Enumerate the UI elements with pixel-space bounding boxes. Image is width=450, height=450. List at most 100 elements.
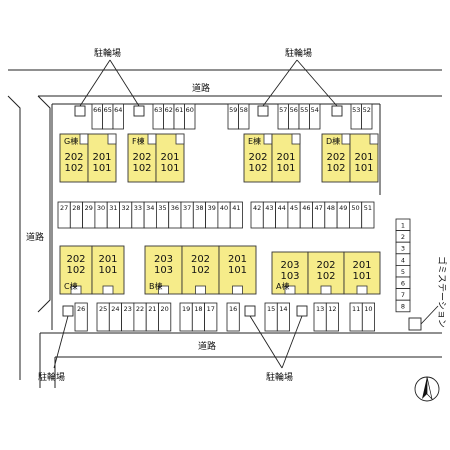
bike-parking-label-top-right: 駐輪場 — [285, 47, 312, 59]
parking-slot-number: 21 — [148, 305, 156, 313]
parking-slot-number: 32 — [122, 204, 130, 212]
parking-slot-number: 63 — [154, 106, 162, 114]
parking-slot-number: 3 — [401, 245, 405, 253]
parking-slot-number: 54 — [311, 106, 319, 114]
parking-slot-number: 29 — [85, 204, 93, 212]
parking-slot-number: 57 — [279, 106, 287, 114]
parking-slot: 19 — [179, 302, 193, 332]
parking-slot: 61 — [173, 103, 185, 130]
unit-number-upper: 202 — [66, 254, 85, 265]
garbage-station-pointer — [420, 305, 439, 325]
parking-slot: 41 — [229, 201, 243, 229]
parking-slot: 54 — [309, 103, 321, 130]
garbage-station-box — [408, 317, 422, 331]
unit-number-lower: 101 — [276, 163, 295, 174]
parking-slot: 51 — [361, 201, 375, 229]
unit-number-upper: 201 — [352, 260, 371, 271]
road-label-bottom: 道路 — [198, 340, 216, 352]
unit-number-upper: 202 — [64, 152, 83, 163]
parking-slot: 44 — [275, 201, 289, 229]
parking-slot: 59 — [227, 103, 239, 130]
unit-number-lower: 103 — [280, 271, 299, 282]
unit-number-lower: 101 — [98, 265, 117, 276]
parking-slot-number: 39 — [208, 204, 216, 212]
unit-number-lower: 101 — [160, 163, 179, 174]
parking-slot-number: 64 — [114, 106, 122, 114]
parking-slot: 33 — [131, 201, 145, 229]
garbage-station-label: ゴミステーション — [436, 256, 448, 328]
parking-slot: 50 — [348, 201, 363, 229]
parking-slot: 30 — [94, 201, 108, 229]
parking-slot-number: 42 — [253, 204, 261, 212]
parking-slot-number: 55 — [300, 106, 308, 114]
parking-slot: 11 — [349, 302, 363, 332]
parking-slot-number: 40 — [220, 204, 228, 212]
parking-slot-number: 28 — [72, 204, 80, 212]
parking-slot-number: 4 — [401, 256, 405, 264]
parking-slot-number: 15 — [267, 305, 275, 313]
parking-slot-number: 34 — [146, 204, 154, 212]
parking-slot: 14 — [276, 302, 290, 332]
unit-number-lower: 101 — [92, 163, 111, 174]
unit-number-lower: 102 — [316, 271, 335, 282]
parking-slot-number: 14 — [279, 305, 287, 313]
buildings: 202102201101G棟202102201101F棟202102201101… — [59, 133, 381, 295]
parking-slot-number: 2 — [401, 233, 405, 241]
parking-slot: 25 — [96, 302, 110, 332]
building-name: C棟 — [64, 281, 78, 291]
parking-slot: 10 — [361, 302, 375, 332]
parking-slot: 56 — [288, 103, 300, 130]
parking-slot-number: 24 — [111, 305, 119, 313]
parking-slot-number: 20 — [161, 305, 169, 313]
parking-slot: 18 — [191, 302, 206, 332]
parking-slot: 64 — [112, 103, 124, 130]
building-name: F棟 — [132, 136, 145, 146]
unit-number-upper: 201 — [354, 152, 373, 163]
unit-number-upper: 201 — [276, 152, 295, 163]
parking-slot-number: 52 — [363, 106, 371, 114]
road-label-left: 道路 — [26, 231, 44, 243]
parking-slot-number: 6 — [401, 280, 405, 288]
parking-slot-number: 56 — [290, 106, 298, 114]
unit-number-lower: 102 — [248, 163, 267, 174]
parking-slot-number: 66 — [93, 106, 101, 114]
parking-slot-number: 31 — [109, 204, 117, 212]
parking-slot-number: 41 — [232, 204, 240, 212]
parking-slot-number: 37 — [183, 204, 191, 212]
parking-slot: 46 — [299, 201, 313, 229]
parking-slot: 38 — [192, 201, 207, 229]
parking-slot: 7 — [395, 288, 411, 301]
parking-slot: 55 — [298, 103, 310, 130]
bike-parking-label-bottom-left: 駐輪場 — [38, 371, 65, 383]
parking-slot: 29 — [82, 201, 96, 229]
parking-slot: 23 — [121, 302, 135, 332]
parking-slot: 5 — [395, 264, 411, 278]
parking-slot: 26 — [74, 302, 88, 332]
unit-number-lower: 102 — [326, 163, 345, 174]
parking-slot: 15 — [264, 302, 278, 332]
unit-number-upper: 201 — [228, 254, 247, 265]
unit-number-lower: 103 — [154, 265, 173, 276]
parking-slot: 57 — [277, 103, 289, 130]
parking-slot-number: 5 — [401, 268, 405, 276]
parking-slot-number: 7 — [401, 291, 405, 299]
bike-parking-label-top-left: 駐輪場 — [94, 47, 121, 59]
parking-slot-number: 65 — [104, 106, 112, 114]
parking-slot: 12 — [325, 302, 339, 332]
parking-slot: 37 — [180, 201, 194, 229]
parking-slot: 65 — [102, 103, 114, 130]
parking-slot-number: 44 — [278, 204, 286, 212]
unit-number-upper: 202 — [326, 152, 345, 163]
unit-number-upper: 202 — [132, 152, 151, 163]
parking-slot: 1 — [395, 218, 411, 232]
unit-number-lower: 101 — [228, 265, 247, 276]
parking-slot-number: 33 — [134, 204, 142, 212]
parking-slot-number: 12 — [328, 305, 336, 313]
